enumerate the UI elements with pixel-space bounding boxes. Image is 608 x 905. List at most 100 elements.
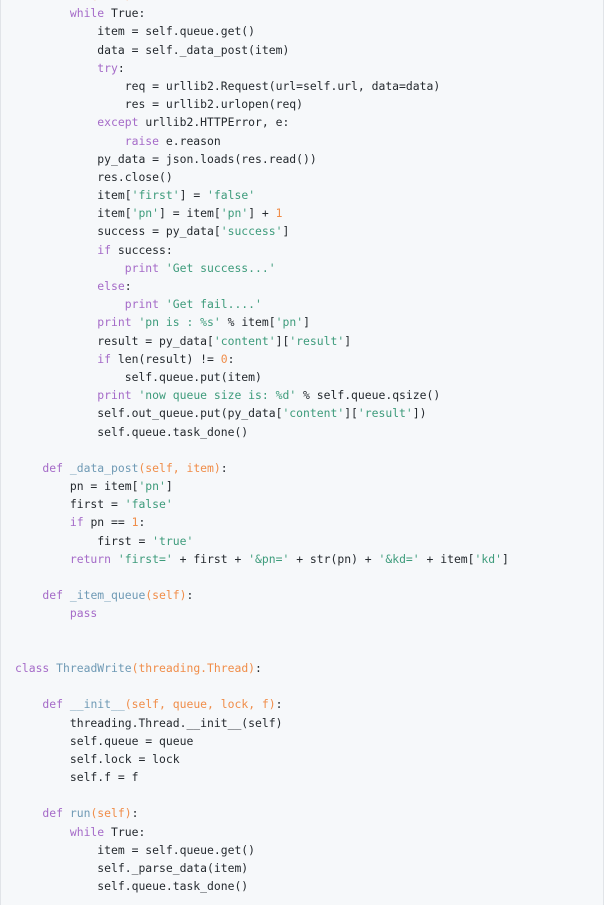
code-line: def run(self): — [15, 804, 603, 822]
code-token: % item[ — [220, 315, 276, 330]
code-token: ] — [282, 224, 290, 239]
code-token: while — [15, 824, 112, 839]
code-line: if success: — [15, 241, 603, 259]
code-token: 'first=' — [117, 551, 173, 566]
code-token: pn == — [90, 515, 132, 530]
code-token: self.lock = lock — [15, 751, 180, 766]
code-line — [15, 786, 603, 804]
code-token: print — [15, 315, 139, 330]
code-token: item = self.queue.get() — [15, 24, 256, 39]
code-line: print 'Get fail....' — [15, 295, 603, 313]
code-token: + str(pn) + — [289, 551, 379, 566]
code-token: ] — [501, 551, 509, 566]
code-token: self.queue = queue — [15, 733, 194, 748]
code-line: if len(result) != 0: — [15, 350, 603, 368]
code-token: : — [255, 660, 262, 675]
code-token: True: — [111, 824, 146, 839]
code-line: print 'pn is : %s' % item['pn'] — [15, 313, 603, 331]
code-token: (self) — [90, 0, 131, 2]
code-token: ThreadWrite — [56, 660, 132, 675]
code-token: def — [15, 460, 70, 475]
code-token: 'content' — [282, 406, 345, 421]
code-token: 'result' — [289, 333, 345, 348]
code-line: else: — [15, 277, 603, 295]
code-line: success = py_data['success'] — [15, 222, 603, 240]
code-token: : — [124, 279, 132, 293]
code-line — [15, 677, 603, 695]
code-line — [15, 623, 603, 641]
code-line — [15, 641, 603, 659]
code-token: try — [15, 60, 118, 75]
code-token: : — [220, 460, 228, 475]
code-token: res.close() — [15, 169, 173, 184]
code-line: self.lock = lock — [15, 750, 603, 768]
code-token: _data_post — [69, 460, 139, 475]
code-token: 'pn' — [275, 315, 304, 330]
code-token: py_data = json.loads(res.read()) — [15, 151, 317, 166]
code-token: req = urllib2.Request(url=self.url, data… — [15, 78, 441, 93]
code-token: return — [15, 551, 118, 566]
code-token: if — [15, 515, 91, 530]
code-line: if pn == 1: — [15, 513, 603, 531]
code-token: 'result' — [357, 406, 413, 421]
code-line: def _item_queue(self): — [15, 586, 603, 604]
code-token: print — [15, 388, 139, 403]
code-token: first = — [15, 533, 153, 548]
code-line: print 'now queue size is: %d' % self.que… — [15, 386, 603, 404]
code-token: : — [186, 588, 194, 603]
code-line: class ThreadWrite(threading.Thread): — [15, 659, 603, 677]
code-line: item['pn'] = item['pn'] + 1 — [15, 204, 603, 222]
code-token: def — [15, 697, 70, 712]
code-line: self.queue.task_done() — [15, 877, 603, 895]
code-token: True: — [111, 6, 146, 21]
code-token: ][ — [344, 406, 358, 421]
code-token: result = py_data[ — [15, 333, 214, 348]
code-token: e.reason — [165, 133, 221, 148]
code-token: while — [15, 6, 112, 21]
code-line: self._parse_data(item) — [15, 859, 603, 877]
code-line: result = py_data['content']['result'] — [15, 332, 603, 350]
code-token: item = self.queue.get() — [15, 842, 256, 857]
code-token: ] — [303, 315, 310, 330]
code-token: 0 — [220, 351, 228, 366]
code-token: item[ — [15, 188, 132, 203]
code-line: res = urllib2.urlopen(req) — [15, 95, 603, 113]
code-token: len(result) != — [117, 351, 221, 366]
code-token: ]) — [412, 406, 427, 421]
code-line: threading.Thread.__init__(self) — [15, 714, 603, 732]
code-token: except — [15, 115, 146, 130]
code-token: else — [15, 279, 125, 293]
code-line: first = 'true' — [15, 532, 603, 550]
code-token: urllib2.HTTPError, e: — [145, 115, 290, 130]
code-listing: def run(self): while True: item = self.q… — [1, 0, 603, 895]
code-token: first = — [15, 497, 125, 512]
code-line: def __init__(self, queue, lock, f): — [15, 695, 603, 713]
code-line: py_data = json.loads(res.read()) — [15, 150, 603, 168]
code-token: 'Get success...' — [165, 260, 276, 275]
code-line: first = 'false' — [15, 495, 603, 513]
code-token: (self) — [90, 806, 132, 821]
code-token: ][ — [275, 333, 290, 348]
code-line: self.queue.put(item) — [15, 368, 603, 386]
code-token: ] + — [248, 206, 276, 221]
code-token: print — [15, 297, 166, 312]
code-token: def — [15, 0, 70, 2]
code-line: return 'first=' + first + '&pn=' + str(p… — [15, 550, 603, 568]
code-token: self.f = f — [15, 770, 139, 785]
code-token: run — [69, 806, 91, 821]
code-line: def run(self): — [15, 0, 603, 4]
code-token: (threading.Thread) — [131, 660, 256, 675]
code-token: + item[ — [419, 551, 475, 566]
code-token: item[ — [15, 206, 132, 221]
code-token: def — [15, 588, 70, 603]
code-token: : — [132, 0, 139, 2]
code-token: : — [138, 515, 146, 530]
code-token: self.queue.task_done() — [15, 424, 249, 439]
code-line: try: — [15, 59, 603, 77]
code-line: raise e.reason — [15, 132, 603, 150]
code-token: _item_queue — [69, 588, 146, 603]
code-token: ] — [165, 479, 173, 494]
code-token: 'kd' — [474, 551, 502, 566]
code-token: 'content' — [213, 333, 276, 348]
